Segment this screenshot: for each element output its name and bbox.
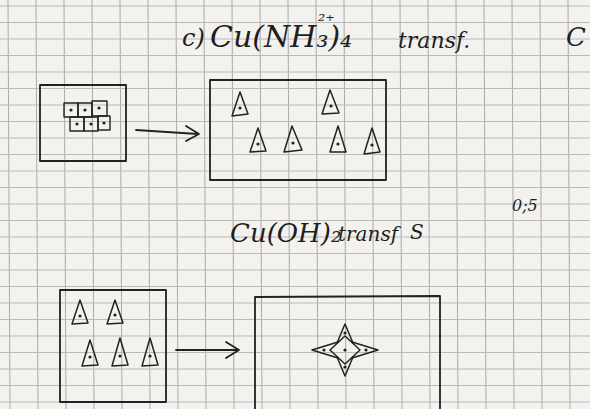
grid-line [0,253,590,254]
grid-line [0,369,590,370]
handwritten-text: c) [182,26,205,50]
handwritten-text: Cu(OH)₂ [230,220,341,246]
handwritten-text: S [410,222,424,242]
grid-line [0,385,590,386]
grid-line [0,6,590,7]
grid-line [0,187,590,188]
square-cluster [64,101,110,131]
triangles [72,300,158,366]
grid-line [0,55,590,56]
grid-line [0,138,590,139]
grid-line [0,105,590,106]
sketch-box [40,85,126,161]
grid-line [0,171,590,172]
grid-line [0,319,590,320]
grid-line [0,204,590,205]
grid-line [0,352,590,353]
grid-line [0,303,590,304]
grid-line [0,154,590,155]
star-shape [312,324,378,376]
sketch-box [60,290,166,402]
triangles [232,90,380,154]
grid-line [0,72,590,73]
grid-line [0,121,590,122]
grid-line [0,336,590,337]
sketch-box [210,80,386,180]
sketch-box [255,296,440,409]
handwritten-text: C [566,24,586,50]
handwritten-text: 0;5 [512,198,538,214]
grid-line [0,286,590,287]
handwritten-text: transf [338,224,398,244]
arrow [176,342,239,358]
handwritten-text: ²⁺ [318,12,335,30]
handwritten-text: transf. [398,30,470,52]
grid-line [0,270,590,271]
grid-line [0,88,590,89]
arrow [136,126,199,141]
